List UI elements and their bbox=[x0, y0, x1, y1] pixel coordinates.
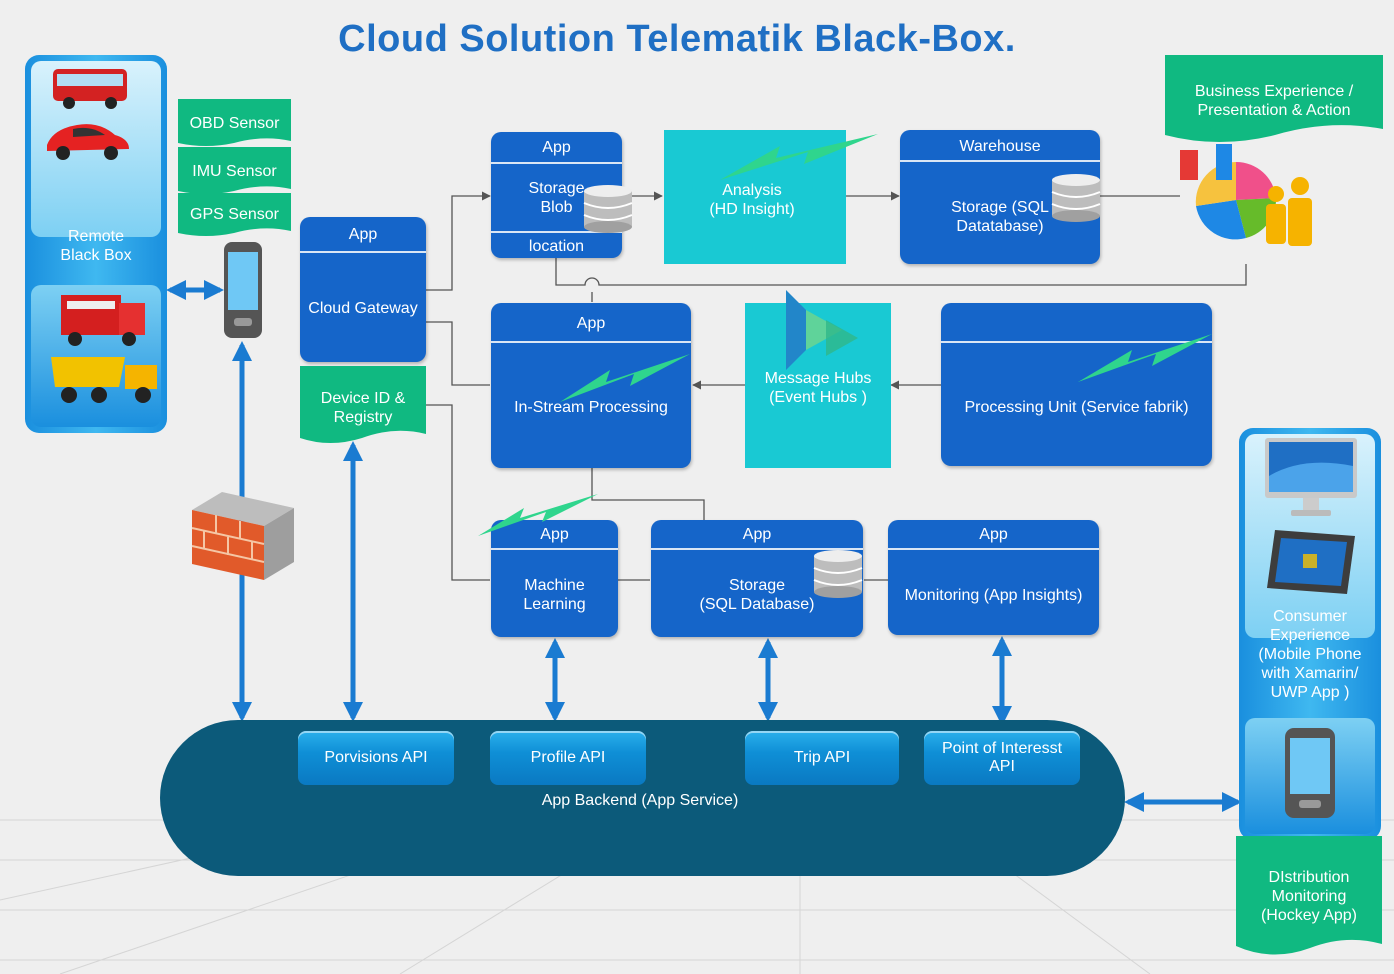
lightning-icon bbox=[1078, 334, 1212, 382]
lightning-icon bbox=[720, 134, 878, 180]
monitoring-card: App Monitoring (App Insights) bbox=[888, 520, 1099, 635]
sql-storage-label: Storage (SQL Database) bbox=[699, 577, 815, 613]
warehouse-label: Storage (SQL Datatabase) bbox=[951, 199, 1049, 235]
lightning-icon bbox=[478, 494, 598, 536]
in-stream-label: In-Stream Processing bbox=[514, 399, 668, 416]
machine-learning-label: Machine Learning bbox=[523, 577, 586, 613]
consumer-experience-label: Consumer Experience (Mobile Phone with X… bbox=[1258, 608, 1362, 701]
cloud-gateway-header: App bbox=[300, 217, 426, 253]
mobile-device-icon bbox=[224, 242, 262, 338]
distribution-tag-shape bbox=[1236, 836, 1382, 955]
database-icon bbox=[813, 550, 863, 598]
device-registry-shape bbox=[300, 366, 426, 443]
remote-label-line2: Black Box bbox=[60, 247, 132, 264]
desktop-monitor-icon bbox=[1265, 438, 1357, 516]
in-stream-header: App bbox=[491, 303, 691, 343]
event-hub-icon bbox=[786, 290, 858, 370]
cloud-gateway-card: App Cloud Gateway bbox=[300, 217, 426, 362]
business-experience-label: Business Experience / Presentation & Act… bbox=[1194, 83, 1354, 119]
smartphone-icon bbox=[1285, 728, 1335, 818]
gps-sensor-tag: GPS Sensor bbox=[190, 206, 279, 223]
processing-unit-card: Processing Unit (Service fabrik) bbox=[941, 303, 1212, 466]
dump-truck-icon bbox=[51, 357, 157, 403]
firewall-icon bbox=[191, 492, 294, 580]
monitoring-label: Monitoring (App Insights) bbox=[904, 587, 1083, 604]
remote-black-box-panel: Remote Black Box bbox=[25, 55, 167, 433]
business-chart-icon bbox=[1180, 144, 1312, 246]
bus-icon bbox=[53, 69, 127, 109]
storage-blob-header: App bbox=[491, 132, 622, 164]
analysis-label: Analysis (HD Insight) bbox=[709, 182, 795, 218]
profile-api-button[interactable]: Profile API bbox=[490, 731, 646, 785]
sql-storage-header: App bbox=[651, 520, 863, 550]
page-title: Cloud Solution Telematik Black-Box. bbox=[338, 18, 1016, 60]
remote-label-line1: Remote bbox=[67, 228, 125, 245]
provisions-api-button[interactable]: Porvisions API bbox=[298, 731, 454, 785]
machine-learning-card: App Machine Learning bbox=[491, 520, 618, 637]
app-backend-label: App Backend (App Service) bbox=[541, 792, 739, 809]
fire-truck-icon bbox=[61, 295, 145, 346]
database-icon bbox=[1051, 174, 1101, 222]
storage-blob-label: Storage Blob bbox=[528, 180, 585, 216]
lightning-icon bbox=[560, 354, 690, 402]
device-registry-label: Device ID & Registry bbox=[320, 390, 406, 426]
database-icon bbox=[583, 185, 633, 233]
obd-sensor-tag: OBD Sensor bbox=[189, 115, 280, 132]
processing-unit-label: Processing Unit (Service fabrik) bbox=[964, 399, 1189, 416]
monitoring-header: App bbox=[888, 520, 1099, 550]
storage-blob-card: App Storage Blob location bbox=[491, 132, 622, 258]
storage-blob-location: location bbox=[491, 231, 622, 258]
trip-api-button[interactable]: Trip API bbox=[745, 731, 899, 785]
business-tag-shape bbox=[1165, 55, 1383, 142]
machine-learning-header: App bbox=[491, 520, 618, 550]
cloud-gateway-label: Cloud Gateway bbox=[308, 300, 418, 317]
consumer-panel: Consumer Experience (Mobile Phone with X… bbox=[1239, 428, 1381, 840]
imu-sensor-tag: IMU Sensor bbox=[192, 163, 277, 180]
car-icon bbox=[47, 124, 129, 160]
warehouse-header: Warehouse bbox=[900, 130, 1100, 162]
tablet-icon bbox=[1267, 530, 1355, 594]
poi-api-button[interactable]: Point of Interesst API bbox=[924, 731, 1080, 785]
sensor-tags-shapes bbox=[178, 99, 291, 236]
distribution-monitoring-label: DIstribution Monitoring (Hockey App) bbox=[1260, 869, 1358, 924]
message-hubs-label: Message Hubs (Event Hubs ) bbox=[764, 370, 872, 406]
